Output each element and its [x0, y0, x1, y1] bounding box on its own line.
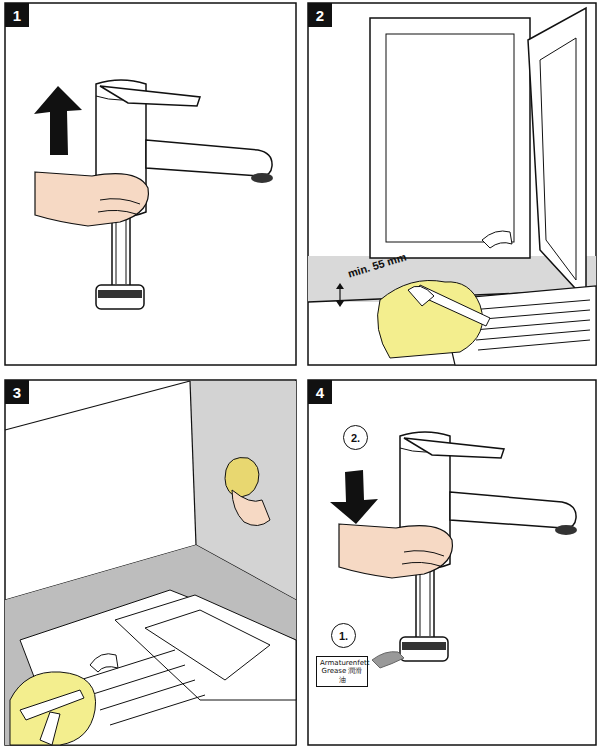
step-number: 4 [308, 380, 332, 404]
callout-circle: 1. [331, 623, 356, 648]
step-number: 1 [5, 3, 29, 27]
callout-number: 2 [316, 7, 324, 24]
grease-label: Armaturenfett Grease 潤滑油 [320, 659, 364, 683]
callout-number: 2. [351, 432, 360, 444]
grease-tag: Armaturenfett Grease 潤滑油 [316, 656, 368, 687]
callout-number: 4 [316, 384, 324, 401]
step-number: 2 [308, 3, 332, 27]
step-number: 3 [5, 380, 29, 404]
callout-number: 3 [13, 384, 21, 401]
callout-number: 1 [13, 7, 21, 24]
callout-number: 1. [339, 630, 348, 642]
callout-circle: 2. [343, 425, 368, 450]
